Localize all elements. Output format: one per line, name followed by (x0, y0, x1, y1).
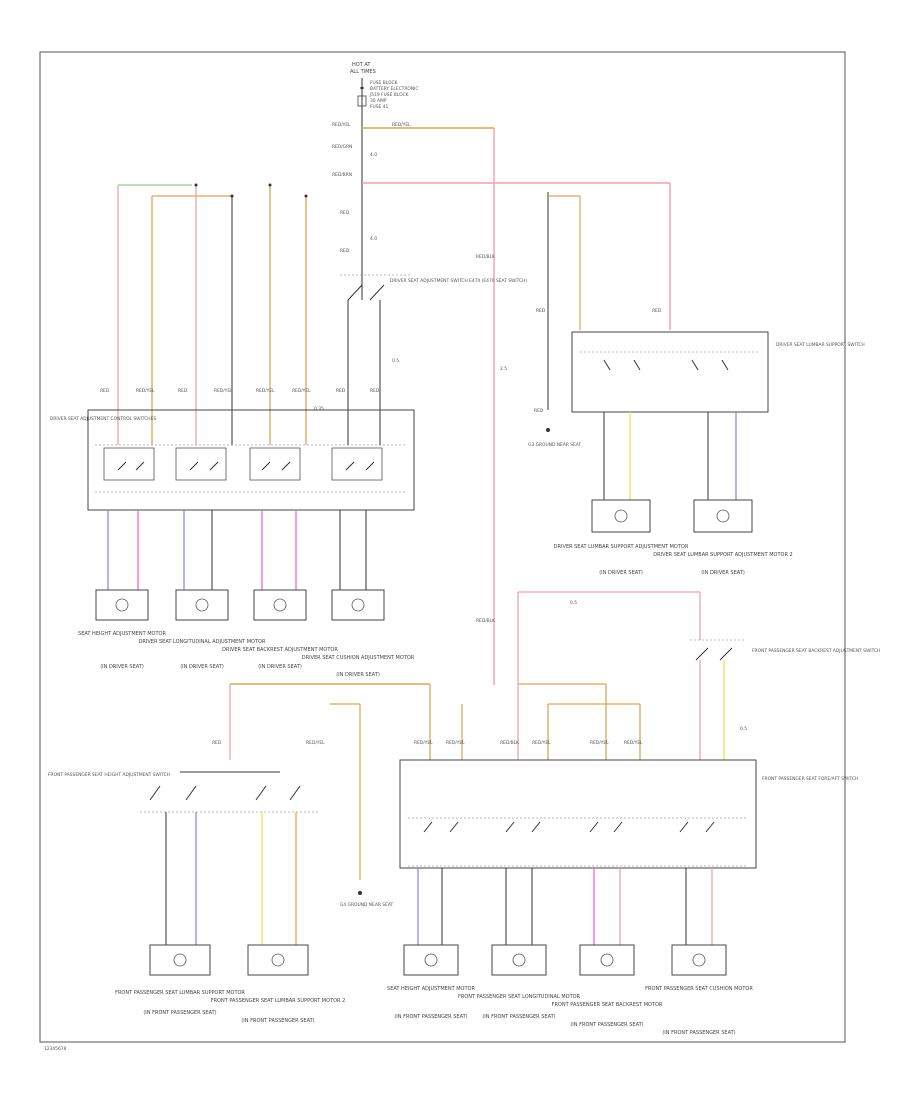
power-source-title: HOT AT (352, 62, 371, 68)
motor-top-4-loc: (IN DRIVER SEAT) (336, 672, 380, 678)
motor-top-2-loc: (IN DRIVER SEAT) (180, 664, 224, 670)
driver-seat-switch-label: DRIVER SEAT ADJUSTMENT SWITCH E470 (E470… (390, 278, 527, 284)
wire-code: RED/YEL (256, 388, 275, 394)
driver-seat-switch: DRIVER SEAT ADJUSTMENT SWITCH E470 (E470… (340, 274, 527, 445)
lumbar-switch-module: DRIVER SEAT LUMBAR SUPPORT SWITCH (571, 331, 865, 413)
wire-code: RED/YEL (306, 740, 325, 746)
wire-gauge: 0.35 (314, 406, 324, 412)
motor-br-1-label: SEAT HEIGHT ADJUSTMENT MOTOR (387, 986, 475, 992)
power-source-subtitle: ALL TIMES (350, 69, 376, 75)
tan-feed-code: RED/YEL (392, 122, 411, 128)
passenger-switch-label: FRONT PASSENGER SEAT BACKREST ADJUSTMENT… (752, 648, 880, 654)
right-code-1: RED (536, 308, 546, 314)
wire-code: RED/YEL (590, 740, 609, 746)
motor-top-3-loc: (IN DRIVER SEAT) (258, 664, 302, 670)
motor-right-2-label: DRIVER SEAT LUMBAR SUPPORT ADJUSTMENT MO… (653, 552, 792, 558)
fuse-label-1: FUSE BLOCK (370, 80, 398, 86)
motor-br-1-loc: (IN FRONT PASSENGER SEAT) (394, 1014, 467, 1020)
wire-code: RED/YEL (414, 740, 433, 746)
passenger-right-switch: FRONT PASSENGER SEAT FORE/AFT SWITCH (399, 759, 858, 869)
wire-gauge: 0.5 (740, 726, 747, 732)
wire-code: RED/BLK (500, 740, 519, 746)
wire-code: RED/YEL (136, 388, 155, 394)
driver-panel-label: DRIVER SEAT ADJUSTMENT CONTROL SWITCHES (50, 416, 156, 422)
driver-switch-gauge: 0.5 (392, 358, 399, 364)
wire-code: RED (336, 388, 346, 394)
right-code-3: RED (534, 408, 544, 414)
trunk-gauge-2: 4.0 (370, 236, 377, 242)
wire-code: RED (100, 388, 110, 394)
wire-code: RED (212, 740, 222, 746)
diagram-frame (39, 51, 846, 1043)
ground-2-label: G4 GROUND NEAR SEAT (340, 902, 394, 908)
wire-code: RED/YEL (532, 740, 551, 746)
driver-switch-panel: DRIVER SEAT ADJUSTMENT CONTROL SWITCHES (50, 409, 415, 511)
motor-br-3-loc: (IN FRONT PASSENGER SEAT) (570, 1022, 643, 1028)
motor-top-3-label: DRIVER SEAT BACKREST ADJUSTMENT MOTOR (222, 647, 338, 653)
fuse-label-3: J519 FUSE BLOCK (369, 92, 409, 98)
motor-top-1-label: SEAT HEIGHT ADJUSTMENT MOTOR (78, 631, 166, 637)
motor-top-4-label: DRIVER SEAT CUSHION ADJUSTMENT MOTOR (302, 655, 415, 661)
lumbar-module-label: DRIVER SEAT LUMBAR SUPPORT SWITCH (776, 342, 865, 348)
motor-top-1-loc: (IN DRIVER SEAT) (100, 664, 144, 670)
motor-br-2-loc: (IN FRONT PASSENGER SEAT) (482, 1014, 555, 1020)
motor-br-3-label: FRONT PASSENGER SEAT BACKREST MOTOR (552, 1002, 663, 1008)
trunk-code-1: RED/YEL (332, 122, 351, 128)
long-feed-code-2: RED/BLK (476, 618, 495, 624)
trunk-code-2: RED/GRN (332, 144, 352, 150)
footer-code: 12345678 (44, 1046, 67, 1052)
passenger-left-switch-label: FRONT PASSENGER SEAT HEIGHT ADJUSTMENT S… (48, 772, 170, 778)
fuse-symbol (357, 95, 367, 107)
passenger-feed-gauge: 0.5 (570, 600, 577, 606)
fuse-label-5: FUSE 41 (370, 104, 388, 110)
motor-br-4-loc: (IN FRONT PASSENGER SEAT) (662, 1030, 735, 1036)
right-code-2: RED (652, 308, 662, 314)
long-feed-gauge: 2.5 (500, 366, 507, 372)
driver-motors (95, 589, 385, 621)
motor-bl-2-label: FRONT PASSENGER SEAT LUMBAR SUPPORT MOTO… (211, 998, 346, 1004)
motor-right-1-label: DRIVER SEAT LUMBAR SUPPORT ADJUSTMENT MO… (554, 544, 689, 550)
motor-bl-1-label: FRONT PASSENGER SEAT LUMBAR SUPPORT MOTO… (115, 990, 245, 996)
wire-code: RED/YEL (292, 388, 311, 394)
motor-br-2-label: FRONT PASSENGER SEAT LONGITUDINAL MOTOR (458, 994, 581, 1000)
passenger-backrest-switch: FRONT PASSENGER SEAT BACKREST ADJUSTMENT… (690, 639, 880, 760)
motor-br-4-label: FRONT PASSENGER SEAT CUSHION MOTOR (645, 986, 753, 992)
wire-code: RED/YEL (214, 388, 233, 394)
wire-code: RED/YEL (624, 740, 643, 746)
wire-code: RED (370, 388, 380, 394)
trunk-code-4: RED (340, 210, 350, 216)
passenger-left-switch: FRONT PASSENGER SEAT HEIGHT ADJUSTMENT S… (48, 771, 320, 813)
long-feed-code: RED/BLK (476, 254, 495, 260)
motor-right-2-loc: (IN DRIVER SEAT) (701, 570, 745, 576)
trunk-code-3: RED/BRN (332, 172, 352, 178)
trunk-code-5: RED (340, 248, 350, 254)
motor-right-1-loc: (IN DRIVER SEAT) (599, 570, 643, 576)
motor-bl-2-loc: (IN FRONT PASSENGER SEAT) (241, 1018, 314, 1024)
passenger-right-switch-label: FRONT PASSENGER SEAT FORE/AFT SWITCH (762, 776, 858, 782)
power-source: HOT AT ALL TIMES FUSE BLOCK BATTERY ELEC… (350, 62, 418, 112)
fuse-label-4: 30 AMP (370, 98, 387, 104)
motor-bl-1-loc: (IN FRONT PASSENGER SEAT) (143, 1010, 216, 1016)
trunk-gauge: 4.0 (370, 152, 377, 158)
wire-code: RED (178, 388, 188, 394)
fuse-label-2: BATTERY ELECTRONIC (370, 86, 418, 92)
ground-1-label: G3 GROUND NEAR SEAT (528, 442, 582, 448)
motor-top-2-label: DRIVER SEAT LONGITUDINAL ADJUSTMENT MOTO… (139, 639, 266, 645)
wire-code: RED/YEL (446, 740, 465, 746)
